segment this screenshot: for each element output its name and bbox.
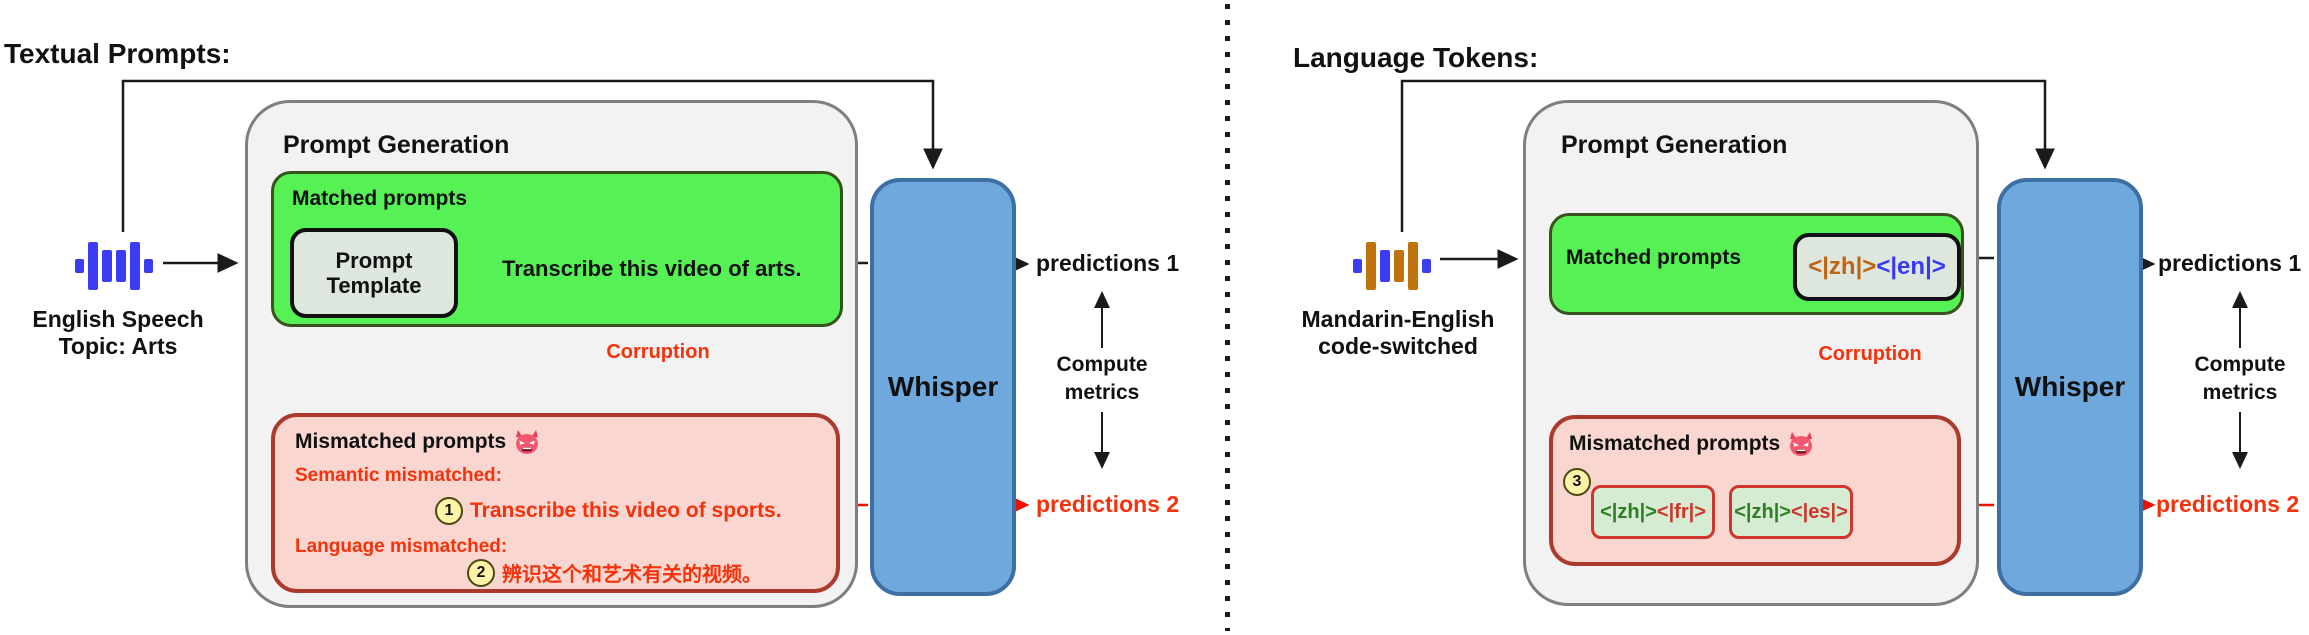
left-whisper-box: Whisper xyxy=(870,178,1016,596)
circled-number-3: 3 xyxy=(1563,468,1591,496)
waveform-bar xyxy=(1422,259,1431,273)
compute-line2: metrics xyxy=(1064,381,1140,404)
left-panel-title: Textual Prompts: xyxy=(4,38,231,69)
matched-language-token-box: <|zh|><|en|> xyxy=(1793,233,1961,301)
matched-prompts-label: Matched prompts xyxy=(292,187,468,210)
compute-line1: Compute xyxy=(2194,353,2286,376)
corruption-label: Corruption xyxy=(1818,343,1922,365)
waveform-bar xyxy=(1380,250,1390,282)
prompt-generation-title: Prompt Generation xyxy=(1561,131,1788,159)
right-compute-metrics: Compute metrics xyxy=(2178,351,2302,407)
prompt-generation-title: Prompt Generation xyxy=(283,131,510,159)
right-predictions-1: predictions 1 xyxy=(2158,250,2302,276)
matched-prompt-text: Transcribe this video of arts. xyxy=(502,256,802,281)
devil-face-icon xyxy=(1790,432,1813,456)
compute-line2: metrics xyxy=(2202,381,2278,404)
left-mismatched-prompts-box: Mismatched prompts Semantic mismatched: … xyxy=(271,413,840,593)
waveform-bar xyxy=(75,259,84,273)
circled-number-1: 1 xyxy=(435,497,463,525)
semantic-mismatched-label: Semantic mismatched: xyxy=(295,465,502,486)
token-zh: <|zh|> xyxy=(1600,500,1657,523)
prompt-template-box: Prompt Template xyxy=(290,228,458,318)
right-predictions-2: predictions 2 xyxy=(2156,491,2300,517)
panel-divider xyxy=(1225,4,1230,631)
token-es: <|es|> xyxy=(1790,500,1848,523)
token-zh: <|zh|> xyxy=(1808,253,1877,280)
waveform-bar xyxy=(130,242,140,290)
mismatched-prompts-label-row: Mismatched prompts xyxy=(295,430,540,454)
compute-line1: Compute xyxy=(1056,353,1148,376)
semantic-mismatched-item: 1 Transcribe this video of sports. xyxy=(435,497,782,525)
prompt-template-line2: Template xyxy=(326,273,422,298)
token-fr: <|fr|> xyxy=(1656,500,1706,523)
mismatched-prompts-label: Mismatched prompts xyxy=(295,430,507,453)
whisper-label: Whisper xyxy=(887,371,999,402)
language-mismatched-item: 2 辨识这个和艺术有关的视频。 xyxy=(467,558,762,587)
mismatched-token-box-fr: <|zh|><|fr|> xyxy=(1591,485,1715,539)
left-matched-prompts-box: Matched prompts Prompt Template Transcri… xyxy=(271,171,843,327)
left-compute-metrics: Compute metrics xyxy=(1040,351,1164,407)
mismatched-prompts-label-row: Mismatched prompts xyxy=(1569,432,1814,456)
circled-number-2: 2 xyxy=(467,558,495,587)
semantic-mismatched-text: Transcribe this video of sports. xyxy=(470,499,782,522)
mismatched-token-box-es: <|zh|><|es|> xyxy=(1729,485,1853,539)
waveform-bar xyxy=(88,242,98,290)
source-label-line2: Topic: Arts xyxy=(58,333,178,359)
waveform-bar xyxy=(1394,250,1404,282)
mismatched-prompts-label: Mismatched prompts xyxy=(1569,432,1781,455)
matched-prompts-label: Matched prompts xyxy=(1566,246,1742,269)
right-source-label: Mandarin-English code-switched xyxy=(1288,306,1508,360)
language-mismatched-label: Language mismatched: xyxy=(295,536,508,557)
whisper-label: Whisper xyxy=(2014,371,2126,402)
waveform-bar xyxy=(1366,242,1376,290)
waveform-bar xyxy=(1353,259,1362,273)
waveform-bar xyxy=(1408,242,1418,290)
source-label-line2: code-switched xyxy=(1318,333,1478,359)
audio-waveform-icon xyxy=(75,240,153,292)
right-whisper-box: Whisper xyxy=(1997,178,2143,596)
source-label-line1: English Speech xyxy=(32,306,204,332)
token-zh: <|zh|> xyxy=(1734,500,1791,523)
prompt-template-line1: Prompt xyxy=(335,248,413,273)
left-source-label: English Speech Topic: Arts xyxy=(18,306,218,360)
right-matched-prompts-box: Matched prompts <|zh|><|en|> xyxy=(1549,213,1964,315)
right-mismatched-prompts-box: Mismatched prompts 3 <|zh|><|fr|> <|zh|>… xyxy=(1549,415,1961,566)
left-predictions-1: predictions 1 xyxy=(1036,250,1180,276)
waveform-bar xyxy=(116,250,126,282)
token-en: <|en|> xyxy=(1876,253,1946,280)
waveform-bar xyxy=(102,250,112,282)
waveform-bar xyxy=(144,259,153,273)
right-panel-title: Language Tokens: xyxy=(1293,42,1539,73)
devil-face-icon xyxy=(516,430,539,454)
left-predictions-2: predictions 2 xyxy=(1036,491,1180,517)
source-label-line1: Mandarin-English xyxy=(1301,306,1495,332)
left-prompt-generation-box: Prompt Generation Matched prompts Prompt… xyxy=(245,100,858,608)
audio-waveform-icon xyxy=(1353,240,1431,292)
language-mismatched-text: 辨识这个和艺术有关的视频。 xyxy=(502,564,762,586)
corruption-label: Corruption xyxy=(606,341,710,363)
right-prompt-generation-box: Prompt Generation Matched prompts <|zh|>… xyxy=(1523,100,1979,606)
